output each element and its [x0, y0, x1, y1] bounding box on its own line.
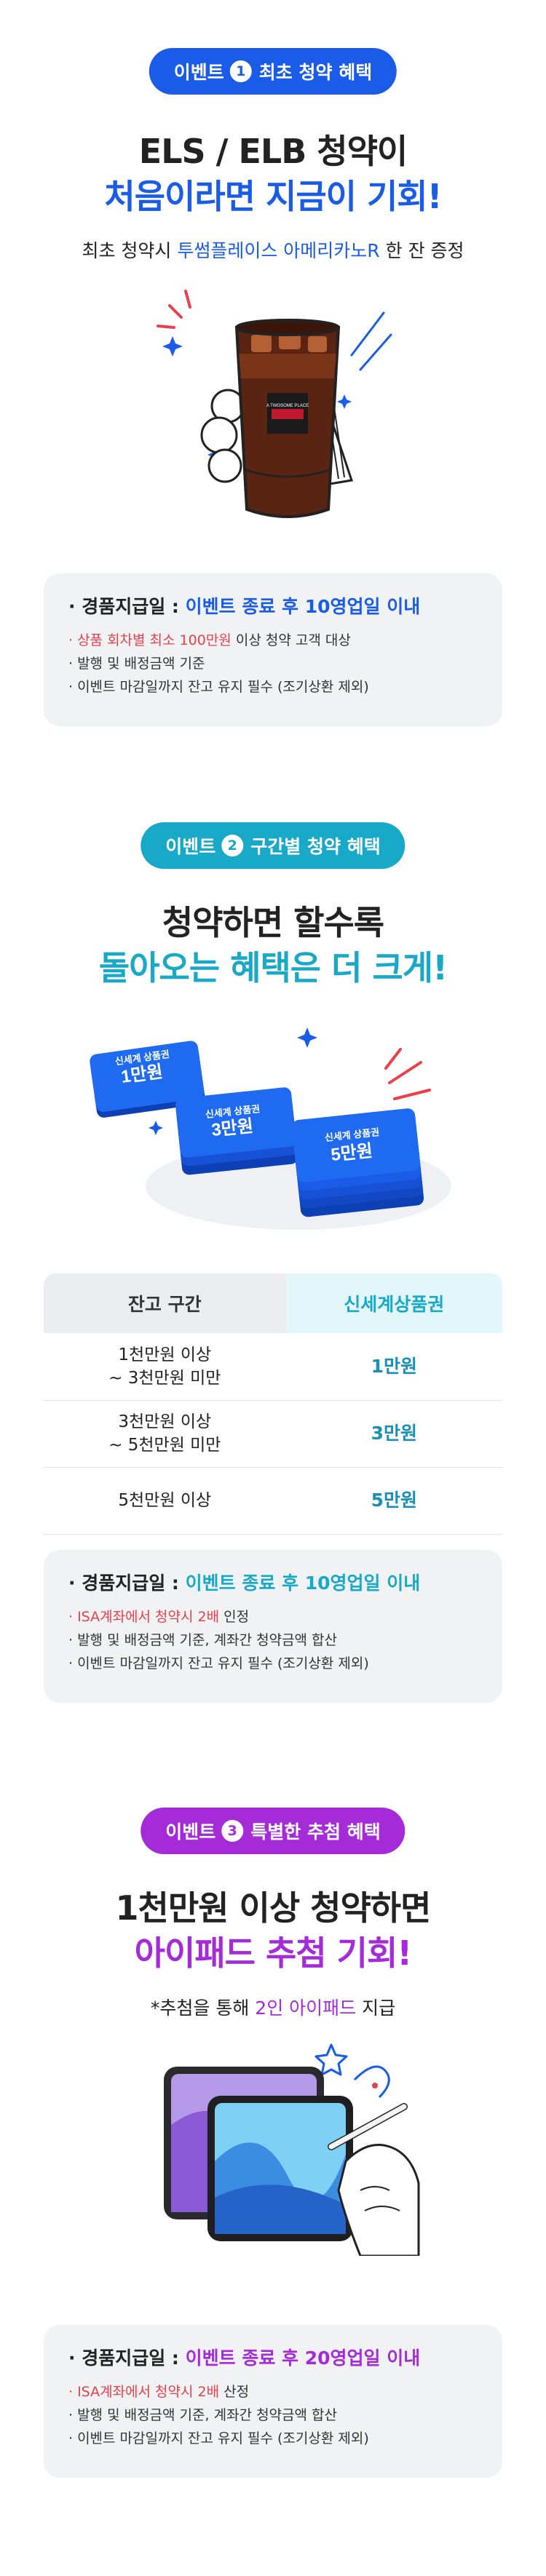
event1-subtitle: 최초 청약시 투썸플레이스 아메리카노R 한 잔 증정: [82, 240, 464, 261]
list-item: · 이벤트 마감일까지 잔고 유지 필수 (조기상환 제외): [68, 1655, 369, 1671]
table-cell-reward: 3만원: [285, 1400, 502, 1468]
event1-card-title: · 경품지급일 : 이벤트 종료 후 10영업일 이내: [68, 596, 421, 617]
iced-coffee-illustration: A TWOSOME PLACE: [157, 290, 392, 518]
list-item: · 발행 및 배정금액 기준: [68, 656, 205, 672]
event2-card-title: · 경품지급일 : 이벤트 종료 후 10영업일 이내: [68, 1573, 421, 1594]
event1-section: 이벤트 1 최초 청약 혜택 ELS / ELB 청약이 처음이라면 지금이 기…: [0, 0, 546, 771]
event3-card-title: · 경품지급일 : 이벤트 종료 후 20영업일 이내: [68, 2348, 421, 2369]
list-item: · 발행 및 배정금액 기준, 계좌간 청약금액 합산: [68, 1632, 337, 1648]
list-item: · 발행 및 배정금액 기준, 계좌간 청약금액 합산: [68, 2407, 337, 2423]
event1-badge-prefix: 이벤트: [173, 62, 224, 83]
event1-badge-label: 최초 청약 혜택: [258, 62, 373, 83]
event1-badge-number: 1: [229, 60, 252, 82]
ipad-illustration: [164, 2043, 420, 2256]
table-row: 3천만원 이상~ 5천만원 미만 3만원: [44, 1400, 502, 1468]
event2-badge-label: 구간별 청약 혜택: [250, 836, 381, 857]
event3-section: 이벤트 3 특별한 추첨 혜택 1천만원 이상 청약하면 아이패드 추첨 기회!…: [0, 1717, 546, 2576]
event3-info-card: · 경품지급일 : 이벤트 종료 후 20영업일 이내 · ISA계좌에서 청약…: [44, 2325, 502, 2478]
voucher-3-amount: 5만원: [330, 1141, 373, 1165]
event3-headline-1: 1천만원 이상 청약하면: [115, 1888, 432, 1928]
table-cell-range: 3천만원 이상~ 5천만원 미만: [44, 1400, 286, 1468]
list-item: · ISA계좌에서 청약시 2배 인정: [68, 1609, 250, 1625]
table-cell-range: 5천만원 이상: [44, 1467, 286, 1535]
event1-headline-1: ELS / ELB 청약이: [138, 132, 408, 171]
list-item: · 이벤트 마감일까지 잔고 유지 필수 (조기상환 제외): [68, 2430, 369, 2446]
event3-card-list: · ISA계좌에서 청약시 2배 산정 · 발행 및 배정금액 기준, 계좌간 …: [68, 2380, 478, 2450]
list-item: · ISA계좌에서 청약시 2배 산정: [68, 2384, 250, 2400]
event1-card-list: · 상품 회차별 최소 100만원 이상 청약 고객 대상 · 발행 및 배정금…: [68, 629, 478, 699]
table-row: 5천만원 이상 5만원: [44, 1467, 502, 1535]
event1-info-card: · 경품지급일 : 이벤트 종료 후 10영업일 이내 · 상품 회차별 최소 …: [44, 573, 502, 726]
event3-headline-2: 아이패드 추첨 기회!: [134, 1933, 413, 1973]
event2-section: 이벤트 2 구간별 청약 혜택 청약하면 할수록 돌아오는 혜택은 더 크게!: [0, 771, 546, 1717]
event2-headline-2: 돌아오는 혜택은 더 크게!: [98, 948, 448, 987]
table-row: 1천만원 이상~ 3천만원 미만 1만원: [44, 1333, 502, 1401]
list-item: · 이벤트 마감일까지 잔고 유지 필수 (조기상환 제외): [68, 679, 369, 695]
event2-badge-number: 2: [221, 835, 244, 856]
table-header-reward: 신세계상품권: [285, 1273, 502, 1333]
table-cell-reward: 1만원: [285, 1333, 502, 1401]
event3-badge-number: 3: [221, 1820, 244, 1842]
table-cell-reward: 5만원: [285, 1467, 502, 1535]
event3-badge-label: 특별한 추첨 혜택: [250, 1821, 381, 1842]
event2-headline-1: 청약하면 할수록: [162, 903, 384, 942]
event3-badge-prefix: 이벤트: [165, 1821, 216, 1842]
event1-headline-2: 처음이라면 지금이 기회!: [104, 177, 442, 216]
event3-subtitle: *추첨을 통해 2인 아이패드 지급: [150, 1997, 396, 2019]
event3-badge: 이벤트 3 특별한 추첨 혜택: [141, 1808, 405, 1854]
event2-badge-prefix: 이벤트: [165, 836, 216, 857]
event2-card-list: · ISA계좌에서 청약시 2배 인정 · 발행 및 배정금액 기준, 계좌간 …: [68, 1605, 478, 1675]
table-header-range: 잔고 구간: [44, 1273, 286, 1333]
voucher-2-amount: 3만원: [210, 1116, 254, 1140]
event2-info-card: · 경품지급일 : 이벤트 종료 후 10영업일 이내 · ISA계좌에서 청약…: [44, 1550, 502, 1703]
reward-tier-table: 잔고 구간 신세계상품권 1천만원 이상~ 3천만원 미만 1만원 3천만원 이…: [44, 1273, 502, 1535]
cup-logo-text: A TWOSOME PLACE: [266, 404, 309, 408]
event2-badge: 이벤트 2 구간별 청약 혜택: [141, 822, 405, 869]
event1-badge: 이벤트 1 최초 청약 혜택: [149, 48, 397, 95]
list-item: · 상품 회차별 최소 100만원 이상 청약 고객 대상: [68, 632, 351, 648]
table-cell-range: 1천만원 이상~ 3천만원 미만: [44, 1333, 286, 1401]
gift-voucher-illustration: 신세계 상품권 1만원 신세계 상품권 3만원 신세계 상품권 5만원: [90, 1027, 451, 1230]
